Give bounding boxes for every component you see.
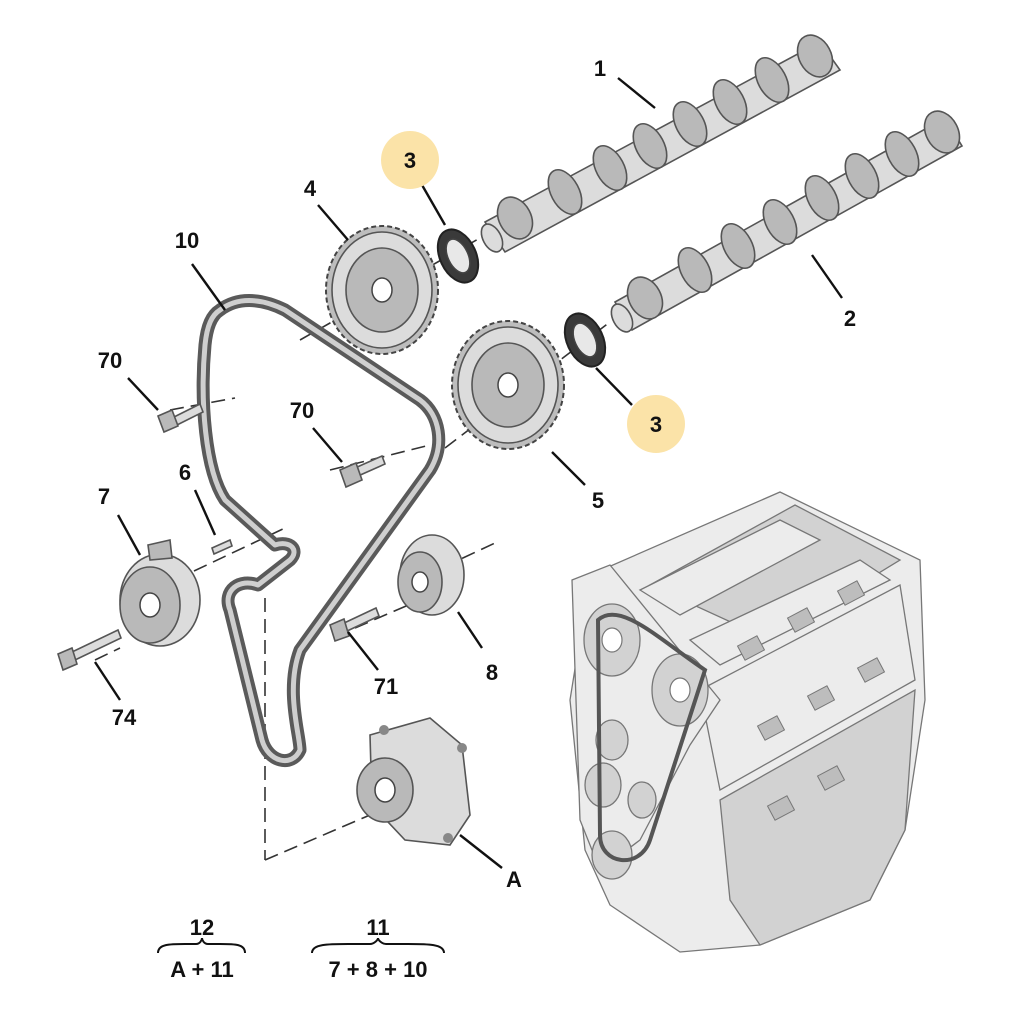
kit-11-brace <box>311 937 445 954</box>
callout-70-left: 70 <box>98 348 122 373</box>
camshaft-sprocket-4 <box>325 225 439 355</box>
callout-3-lower: 3 <box>650 412 662 437</box>
callout-3-highlight-lower <box>627 395 685 453</box>
callout-1: 1 <box>594 56 606 81</box>
kit-legend-12: 12 A + 11 <box>157 915 246 982</box>
bolt-70-center <box>338 454 387 489</box>
kit-12-number: 12 <box>190 915 214 940</box>
callout-2: 2 <box>844 306 856 331</box>
kit-12-contents: A + 11 <box>170 957 233 982</box>
callout-3-highlight-upper <box>381 131 439 189</box>
bolt-71 <box>329 606 381 643</box>
callout-7: 7 <box>98 484 110 509</box>
kit-12-brace <box>157 937 246 954</box>
callout-A: A <box>506 867 522 892</box>
camshaft-1 <box>480 34 842 254</box>
kit-legend-11: 11 7 + 8 + 10 <box>311 915 445 982</box>
timing-belt <box>196 294 446 767</box>
kit-11-number: 11 <box>366 915 389 940</box>
callout-6: 6 <box>179 460 191 485</box>
bolt-74 <box>57 628 123 672</box>
engine-assembly-illustration <box>569 491 926 953</box>
camshaft-seal-upper <box>436 228 480 284</box>
tensioner-pulley-7 <box>119 539 201 647</box>
callout-5: 5 <box>592 488 604 513</box>
callout-10: 10 <box>175 228 199 253</box>
bolt-70-left <box>156 402 205 434</box>
camshaft-seal-lower <box>563 312 607 368</box>
callout-74: 74 <box>112 705 137 730</box>
callout-8: 8 <box>486 660 498 685</box>
water-pump-A <box>356 717 471 846</box>
callout-70-center: 70 <box>290 398 314 423</box>
callout-3-upper: 3 <box>404 148 416 173</box>
pin-6 <box>211 538 233 556</box>
camshaft-2 <box>610 110 964 333</box>
idler-pulley-8 <box>397 534 465 616</box>
callout-4: 4 <box>304 176 317 201</box>
kit-11-contents: 7 + 8 + 10 <box>328 957 427 982</box>
camshaft-sprocket-5 <box>451 320 565 450</box>
callout-71: 71 <box>374 674 398 699</box>
